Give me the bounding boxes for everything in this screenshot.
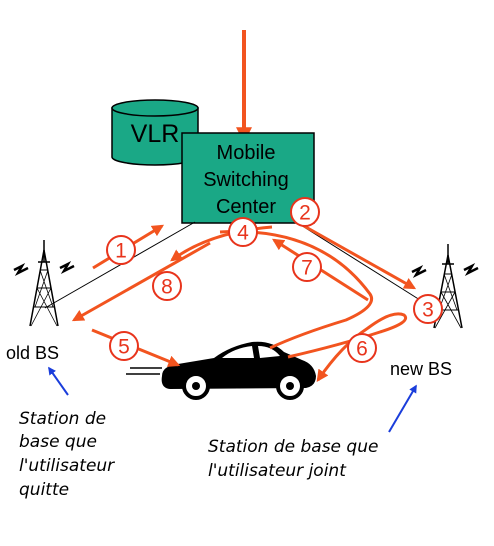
step-1-marker: 1 bbox=[106, 235, 136, 265]
step-5-label: 5 bbox=[118, 336, 130, 359]
old-bs-caption-line-4: quitte bbox=[19, 480, 69, 500]
old-bs-label: old BS bbox=[6, 343, 59, 363]
step-4-marker: 4 bbox=[228, 217, 258, 247]
link-msc-old-bs bbox=[44, 221, 196, 309]
arrow-step-4-right bbox=[219, 230, 373, 350]
arrow-step-4-out bbox=[170, 225, 273, 262]
old-bs-caption-line-2: base que bbox=[19, 432, 97, 452]
step-5-marker: 5 bbox=[109, 331, 139, 361]
vlr-database: VLR bbox=[111, 99, 199, 166]
msc-label-line-1: Mobile bbox=[217, 142, 276, 164]
step-6-label: 6 bbox=[356, 338, 368, 361]
msc-label-line-3: Center bbox=[216, 196, 276, 218]
step-7-label: 7 bbox=[301, 257, 313, 280]
arrow-step-8 bbox=[71, 241, 211, 322]
new-bs-caption: Station de base que l'utilisateur joint bbox=[208, 437, 378, 481]
old-bs-caption-line-3: l'utilisateur bbox=[19, 456, 115, 476]
car-icon bbox=[126, 341, 316, 400]
new-bs-caption-arrow bbox=[388, 384, 417, 433]
step-7-marker: 7 bbox=[292, 252, 322, 282]
old-bs-caption-arrow bbox=[48, 366, 69, 396]
vlr-label: VLR bbox=[131, 120, 180, 148]
step-6-marker: 6 bbox=[347, 333, 377, 363]
old-bs-caption: Station de base que l'utilisateur quitte bbox=[19, 409, 115, 500]
new-bs-label: new BS bbox=[390, 359, 452, 379]
step-4-label: 4 bbox=[237, 222, 249, 245]
step-2-marker: 2 bbox=[290, 197, 320, 227]
link-msc-new-bs bbox=[295, 221, 421, 301]
step-1-label: 1 bbox=[115, 240, 127, 263]
step-3-marker: 3 bbox=[413, 294, 443, 324]
msc-label-line-2: Switching bbox=[203, 169, 289, 191]
new-bs-caption-line-2: l'utilisateur joint bbox=[208, 461, 347, 481]
step-markers: 1 2 3 4 5 6 7 8 bbox=[106, 197, 443, 363]
step-8-label: 8 bbox=[161, 276, 173, 299]
old-bs-tower-icon bbox=[13, 240, 75, 327]
arrow-step-2 bbox=[303, 224, 417, 290]
step-2-label: 2 bbox=[299, 202, 311, 225]
old-bs-caption-line-1: Station de bbox=[19, 409, 106, 429]
step-8-marker: 8 bbox=[152, 271, 182, 301]
step-3-label: 3 bbox=[422, 299, 434, 322]
new-bs-caption-line-1: Station de base que bbox=[208, 437, 378, 457]
